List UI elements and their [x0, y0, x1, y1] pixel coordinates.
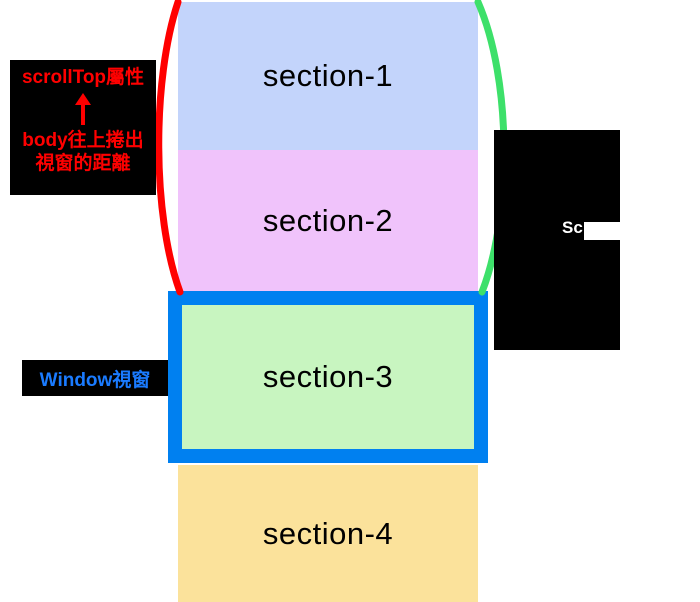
up-arrow-icon	[75, 93, 91, 125]
window-viewport-frame: section-3	[168, 291, 488, 463]
scrolltop-callout-line-1: scrollTop屬性	[21, 67, 145, 88]
scrolltop-callout-line-2: body往上捲出	[22, 130, 144, 151]
section-3-block: section-3	[182, 305, 474, 449]
scrolltop-callout-line-3: 視窗的距離	[35, 153, 131, 174]
section-1-block: section-1	[178, 2, 478, 150]
scroll-height-callout-label: Sc	[562, 218, 583, 237]
window-callout-label: Window視窗	[39, 369, 151, 391]
scroll-height-callout: Sc	[494, 130, 660, 350]
section-4-block: section-4	[178, 465, 478, 602]
section-2-block: section-2	[178, 150, 478, 291]
window-callout: Window視窗	[22, 360, 168, 396]
scrolltop-callout: scrollTop屬性 body往上捲出 視窗的距離	[10, 60, 156, 195]
label-occluder-bar	[584, 222, 660, 240]
red-arc	[155, 0, 184, 296]
